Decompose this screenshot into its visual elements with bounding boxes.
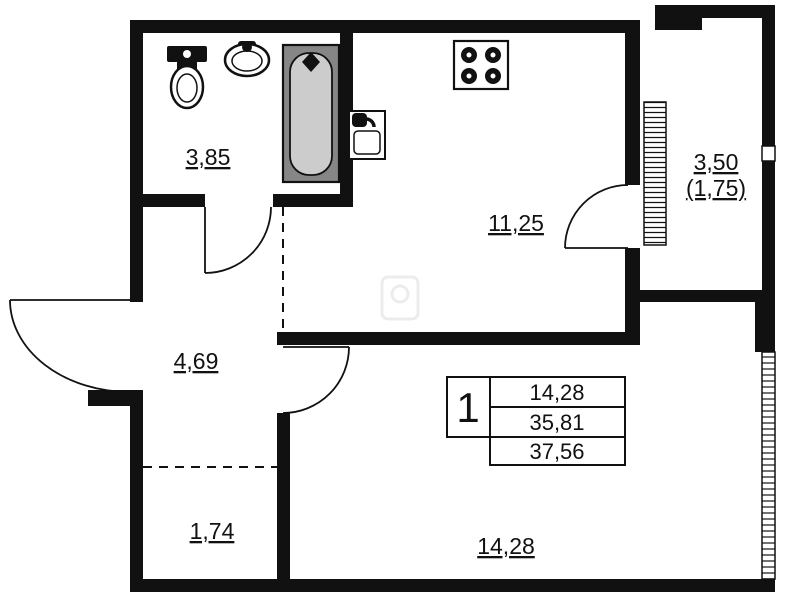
bathroom-door-arc — [204, 206, 272, 274]
balcony-door-arc — [564, 184, 629, 249]
sink-faucet-icon — [242, 42, 252, 52]
watermark-frame — [380, 275, 420, 321]
stove-burner-3-center — [466, 73, 472, 79]
room-count: 1 — [456, 384, 479, 431]
info-box: 1 14,28 35,81 37,56 — [446, 376, 626, 466]
balcony-side-window — [761, 145, 776, 162]
balcony-glazing — [643, 101, 667, 246]
walls — [88, 5, 775, 592]
wall-kitchen-right-upper — [625, 20, 640, 185]
stove — [452, 39, 510, 91]
wall-left-lower — [130, 390, 143, 592]
balcony-reduced-area-label: (1,75) — [686, 175, 746, 201]
toilet-flush-button — [183, 50, 191, 58]
openings — [143, 207, 284, 468]
entrance-door-arc — [9, 299, 131, 393]
kitchen-faucet-icon — [352, 113, 367, 127]
kitchen-area-label: 11,25 — [488, 210, 544, 236]
wall-bathroom-bottom-right — [273, 194, 353, 207]
wall-bottom — [130, 579, 775, 592]
stove-burner-1-center — [466, 52, 472, 58]
stove-body — [452, 39, 510, 91]
living-room-area-label: 14,28 — [477, 533, 535, 559]
toilet-bowl-inner — [176, 73, 198, 103]
bathroom-sink — [223, 41, 271, 78]
info-box-total-row — [489, 436, 626, 466]
bathtub-faucet-icon — [302, 52, 320, 72]
kitchen-sink — [348, 110, 386, 160]
watermark-circle — [390, 284, 410, 304]
wall-top-main — [130, 20, 640, 33]
apartment-area-value: 35,81 — [529, 410, 584, 435]
kitchen-faucet-spout — [365, 117, 376, 128]
kitchen-sink-bowl — [353, 130, 381, 155]
balcony-area-label: 3,50 — [694, 149, 739, 175]
wall-right-mid — [762, 161, 775, 302]
watermark — [380, 275, 420, 321]
bathroom-area-label: 3,85 — [186, 144, 231, 170]
storage-area-label: 1,74 — [190, 518, 235, 544]
wall-left-upper — [130, 20, 143, 302]
stove-burner-2-center — [490, 52, 496, 58]
wall-living-left — [277, 413, 290, 592]
doors — [9, 184, 629, 414]
living-room-door-arc — [282, 346, 350, 414]
wall-right-pier — [755, 290, 775, 352]
wall-entrance-pier — [88, 390, 143, 406]
windows — [643, 101, 776, 580]
living-room-window — [761, 351, 776, 580]
wall-balcony-bottom — [625, 290, 775, 302]
hallway-area-label: 4,69 — [174, 348, 219, 374]
living-area-value: 14,28 — [529, 380, 584, 405]
wall-right-upper — [762, 5, 775, 146]
toilet — [167, 46, 207, 110]
stove-burner-4-center — [490, 73, 496, 79]
wall-bathroom-bottom-left — [143, 194, 205, 207]
wall-bathroom-right — [340, 20, 353, 207]
wall-kitchen-living — [277, 332, 640, 345]
total-area-value: 37,56 — [529, 439, 584, 464]
wall-balcony-top-pier — [655, 5, 702, 30]
bathtub — [281, 43, 341, 184]
